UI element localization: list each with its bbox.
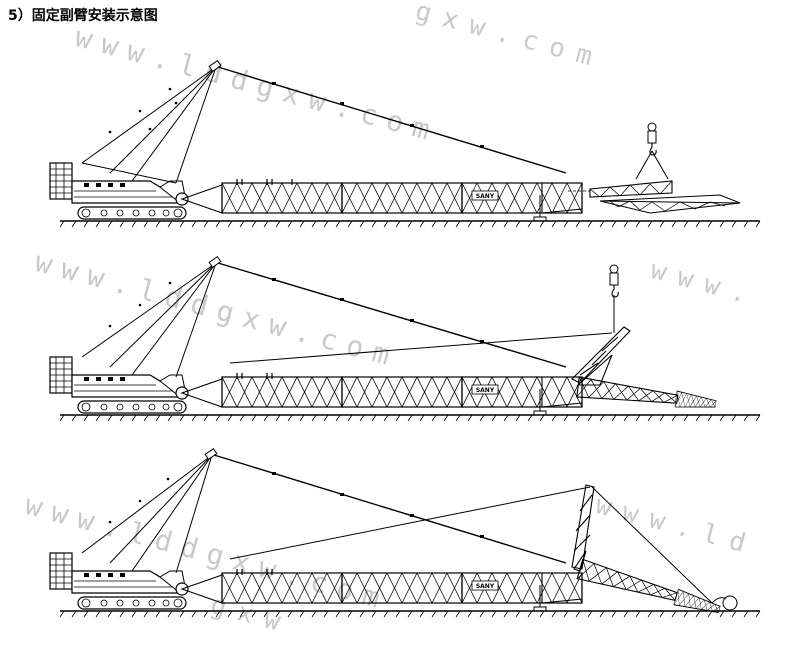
sany-stamp: SANY <box>476 193 495 200</box>
sany-stamp: SANY <box>476 583 495 590</box>
scene-3-jib-hinged-up: SANY <box>49 447 761 618</box>
page-title: 5）固定副臂安装示意图 <box>8 8 158 24</box>
scene-1-jib-lifted-horizontal: SANY <box>49 59 761 228</box>
scene-2-jib-erecting: SANY <box>49 255 761 422</box>
sany-stamp: SANY <box>476 387 495 394</box>
